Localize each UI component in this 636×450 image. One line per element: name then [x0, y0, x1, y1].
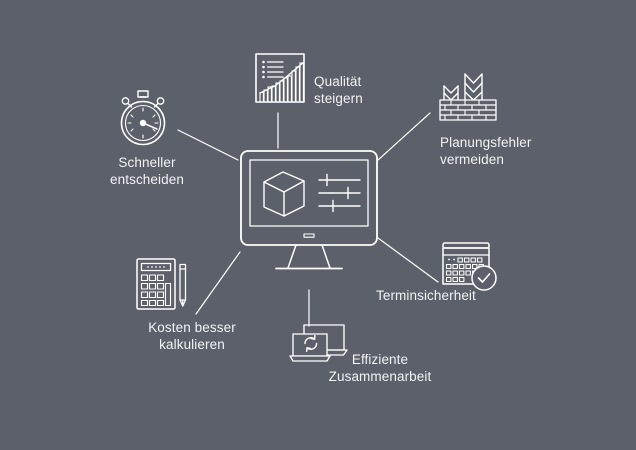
calendar-check-icon	[442, 242, 497, 291]
bar-chart-growth-icon	[255, 53, 305, 103]
connector-terminsicherheit	[377, 237, 439, 283]
connector-kosten	[195, 251, 241, 315]
node-label-schneller: Schneller entscheiden	[110, 155, 184, 187]
node-label-zusammenarbeit: Effiziente Zusammenarbeit	[328, 352, 432, 384]
stopwatch-icon	[120, 90, 166, 146]
calculator-pencil-icon	[136, 258, 187, 310]
node-label-planungsfehler: Planungsfehler vermeiden	[440, 135, 532, 167]
node-label-kosten: Kosten besser kalkulieren	[148, 320, 236, 352]
node-icon-terminsicherheit	[440, 238, 502, 301]
node-icon-kosten	[134, 255, 192, 318]
node-icon-zusammenarbeit	[288, 322, 350, 375]
connector-schneller	[177, 129, 239, 161]
node-label-qualitaet: Qualität steigern	[314, 74, 363, 106]
node-icon-schneller	[112, 88, 174, 153]
brick-wall-crane-icon	[439, 73, 497, 121]
node-icon-qualitaet	[252, 50, 308, 113]
node-label-terminsicherheit: Terminsicherheit	[376, 288, 476, 303]
center-monitor-icon	[238, 148, 380, 287]
laptops-sync-icon	[289, 324, 348, 362]
monitor-3d-cube-sliders-icon	[240, 150, 378, 270]
node-icon-planungsfehler	[434, 66, 502, 129]
connector-planungsfehler	[377, 112, 431, 161]
